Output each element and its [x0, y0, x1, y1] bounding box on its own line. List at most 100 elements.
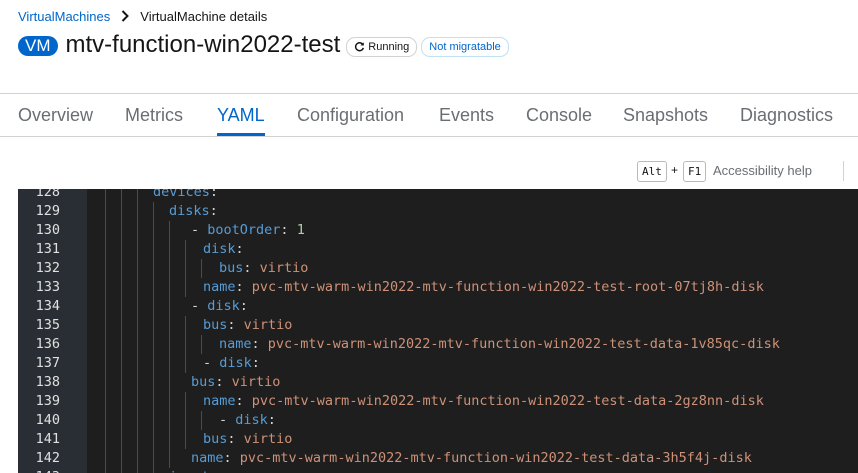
code-line: 139 name: pvc-mtv-warm-win2022-mtv-functi… [18, 392, 858, 411]
yaml-key: disk [203, 241, 236, 257]
yaml-key: name [191, 450, 224, 466]
indent-guide [153, 411, 154, 430]
tab-console[interactable]: Console [526, 105, 593, 125]
yaml-value: virtio [231, 374, 281, 390]
accessibility-help-link[interactable]: Accessibility help [713, 163, 812, 178]
code-line: 134- disk: [18, 297, 858, 316]
indent-guide [121, 221, 122, 240]
indent-guide [105, 189, 106, 202]
breadcrumb-current: VirtualMachine details [140, 8, 268, 24]
active-tab-indicator [217, 133, 265, 136]
indent-guide [105, 259, 106, 278]
indent-guide [137, 392, 138, 411]
chevron-right-icon [110, 10, 140, 22]
page-title: mtv-function-win2022-test [65, 31, 341, 58]
indent-guide [153, 354, 154, 373]
indent-guide [169, 411, 170, 430]
indent-guide [185, 278, 186, 297]
tab-configuration[interactable]: Configuration [297, 105, 405, 125]
indent-guide [169, 430, 170, 449]
indent-guide [153, 221, 154, 240]
tab-overview[interactable]: Overview [18, 105, 94, 125]
yaml-value: pvc-mtv-warm-win2022-mtv-function-win202… [251, 393, 764, 409]
line-number: 129 [35, 203, 60, 219]
indent-guide [121, 411, 122, 430]
indent-guide [121, 259, 122, 278]
line-number: 130 [35, 222, 60, 238]
yaml-code: bus: virtio [191, 373, 280, 392]
yaml-value: 1 [296, 222, 305, 238]
status-badge: Running [346, 36, 418, 57]
breadcrumb-link-virtualmachines[interactable]: VirtualMachines [18, 8, 111, 24]
yaml-colon: : [280, 222, 297, 238]
indent-guide [185, 392, 186, 411]
yaml-code: name: pvc-mtv-warm-win2022-mtv-function-… [203, 392, 764, 411]
indent-guide [169, 278, 170, 297]
indent-guide [201, 411, 202, 430]
indent-guide [153, 449, 154, 468]
tab-diagnostics[interactable]: Diagnostics [740, 105, 834, 125]
indent-guide [169, 221, 170, 240]
indent-guide [105, 240, 106, 259]
indent-guide [121, 189, 122, 202]
yaml-code: name: pvc-mtv-warm-win2022-mtv-function-… [219, 335, 780, 354]
line-number: 134 [35, 298, 60, 314]
yaml-key: disks [169, 203, 210, 219]
yaml-key: devices [153, 189, 210, 200]
tab-yaml[interactable]: YAML [217, 105, 265, 125]
indent-guide [121, 430, 122, 449]
yaml-code: disks: [169, 202, 218, 221]
line-number: 137 [35, 355, 60, 371]
yaml-colon: : [239, 298, 248, 314]
indent-guide [169, 354, 170, 373]
yaml-list-dash: - [219, 412, 236, 428]
indent-guide [105, 316, 106, 335]
yaml-code: name: pvc-mtv-warm-win2022-mtv-function-… [203, 278, 764, 297]
tab-snapshots[interactable]: Snapshots [623, 105, 709, 125]
yaml-colon: : [267, 412, 276, 428]
indent-guide [153, 259, 154, 278]
code-line: 129 disks: [18, 202, 858, 221]
indent-guide [121, 468, 122, 473]
indent-guide [201, 259, 202, 278]
indent-guide [185, 335, 186, 354]
yaml-code: bus: virtio [203, 430, 292, 449]
yaml-colon: : [251, 336, 268, 352]
indent-guide [137, 316, 138, 335]
line-number: 143 [18, 468, 60, 473]
yaml-value: virtio [243, 317, 293, 333]
indent-guide [185, 354, 186, 373]
indent-guide [121, 335, 122, 354]
yaml-colon: : [243, 260, 260, 276]
tab-metrics[interactable]: Metrics [125, 105, 183, 125]
indent-guide [137, 373, 138, 392]
line-number: 139 [35, 393, 60, 409]
indent-guide [153, 316, 154, 335]
indent-guide [105, 278, 106, 297]
code-line: 140- disk: [18, 411, 858, 430]
yaml-colon: : [235, 241, 244, 257]
line-number: 131 [35, 241, 60, 257]
yaml-list-dash: - [191, 222, 208, 238]
indent-guide [169, 259, 170, 278]
yaml-key: bootOrder [207, 222, 281, 238]
indent-guide [153, 392, 154, 411]
tab-events[interactable]: Events [439, 105, 495, 125]
indent-guide [185, 430, 186, 449]
vm-badge: VM [18, 36, 58, 56]
yaml-colon: : [209, 203, 218, 219]
line-number: 135 [35, 317, 60, 333]
indent-guide [105, 430, 106, 449]
yaml-code: inputs: [169, 468, 226, 473]
indent-guide [105, 411, 106, 430]
indent-guide [137, 221, 138, 240]
indent-guide [169, 240, 170, 259]
indent-guide [169, 449, 170, 468]
indent-guide [105, 449, 106, 468]
